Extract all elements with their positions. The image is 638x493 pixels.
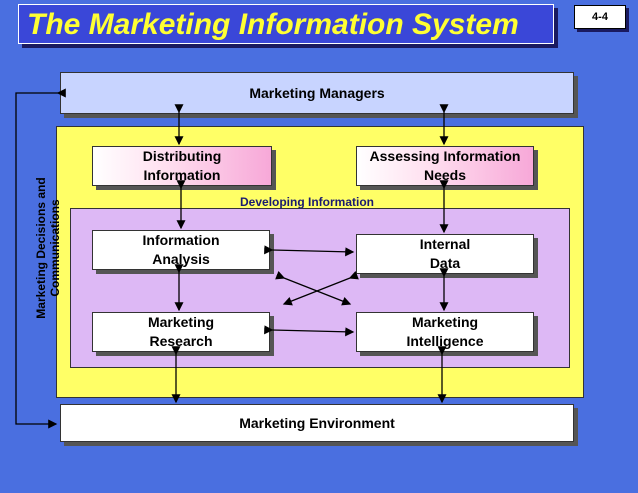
marketing-intelligence-box: Marketing Intelligence	[356, 312, 534, 352]
marketing-managers-box: Marketing Managers	[60, 72, 574, 114]
marketing-environment-box: Marketing Environment	[60, 404, 574, 442]
developing-information-label: Developing Information	[240, 195, 375, 209]
slide-number: 4-4	[574, 5, 626, 29]
arrow-diagonal-2	[282, 270, 359, 306]
slide-title: The Marketing Information System	[18, 4, 554, 44]
feedback-loop	[15, 88, 66, 429]
assessing-information-box: Assessing Information Needs	[356, 146, 534, 186]
arrow-analysis-internal	[264, 245, 355, 257]
internal-data-box: Internal Data	[356, 234, 534, 274]
marketing-research-box: Marketing Research	[92, 312, 270, 352]
arrow-research-intelligence	[264, 325, 355, 337]
